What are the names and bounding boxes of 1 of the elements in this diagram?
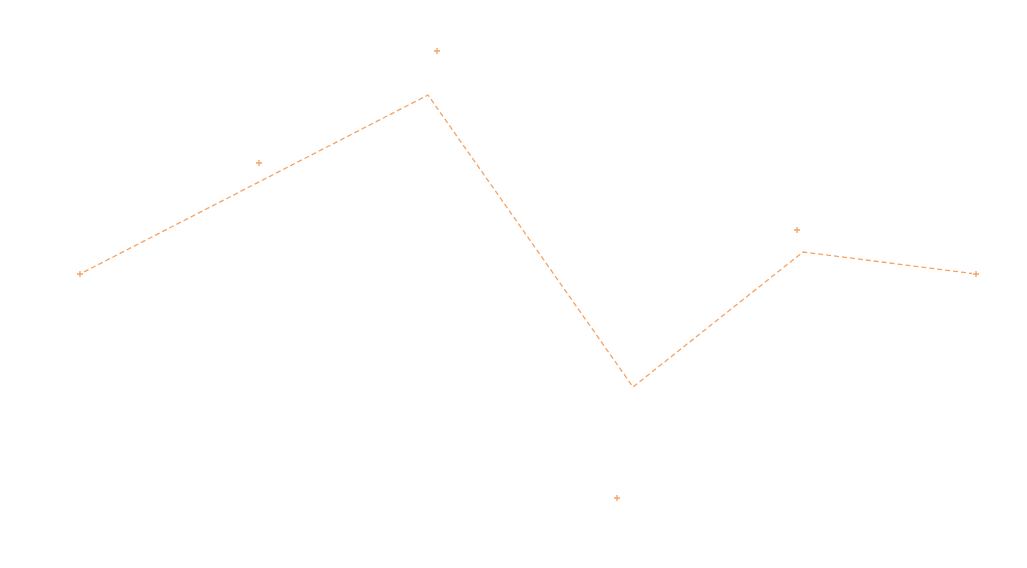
- dashed-line: [83, 94, 973, 388]
